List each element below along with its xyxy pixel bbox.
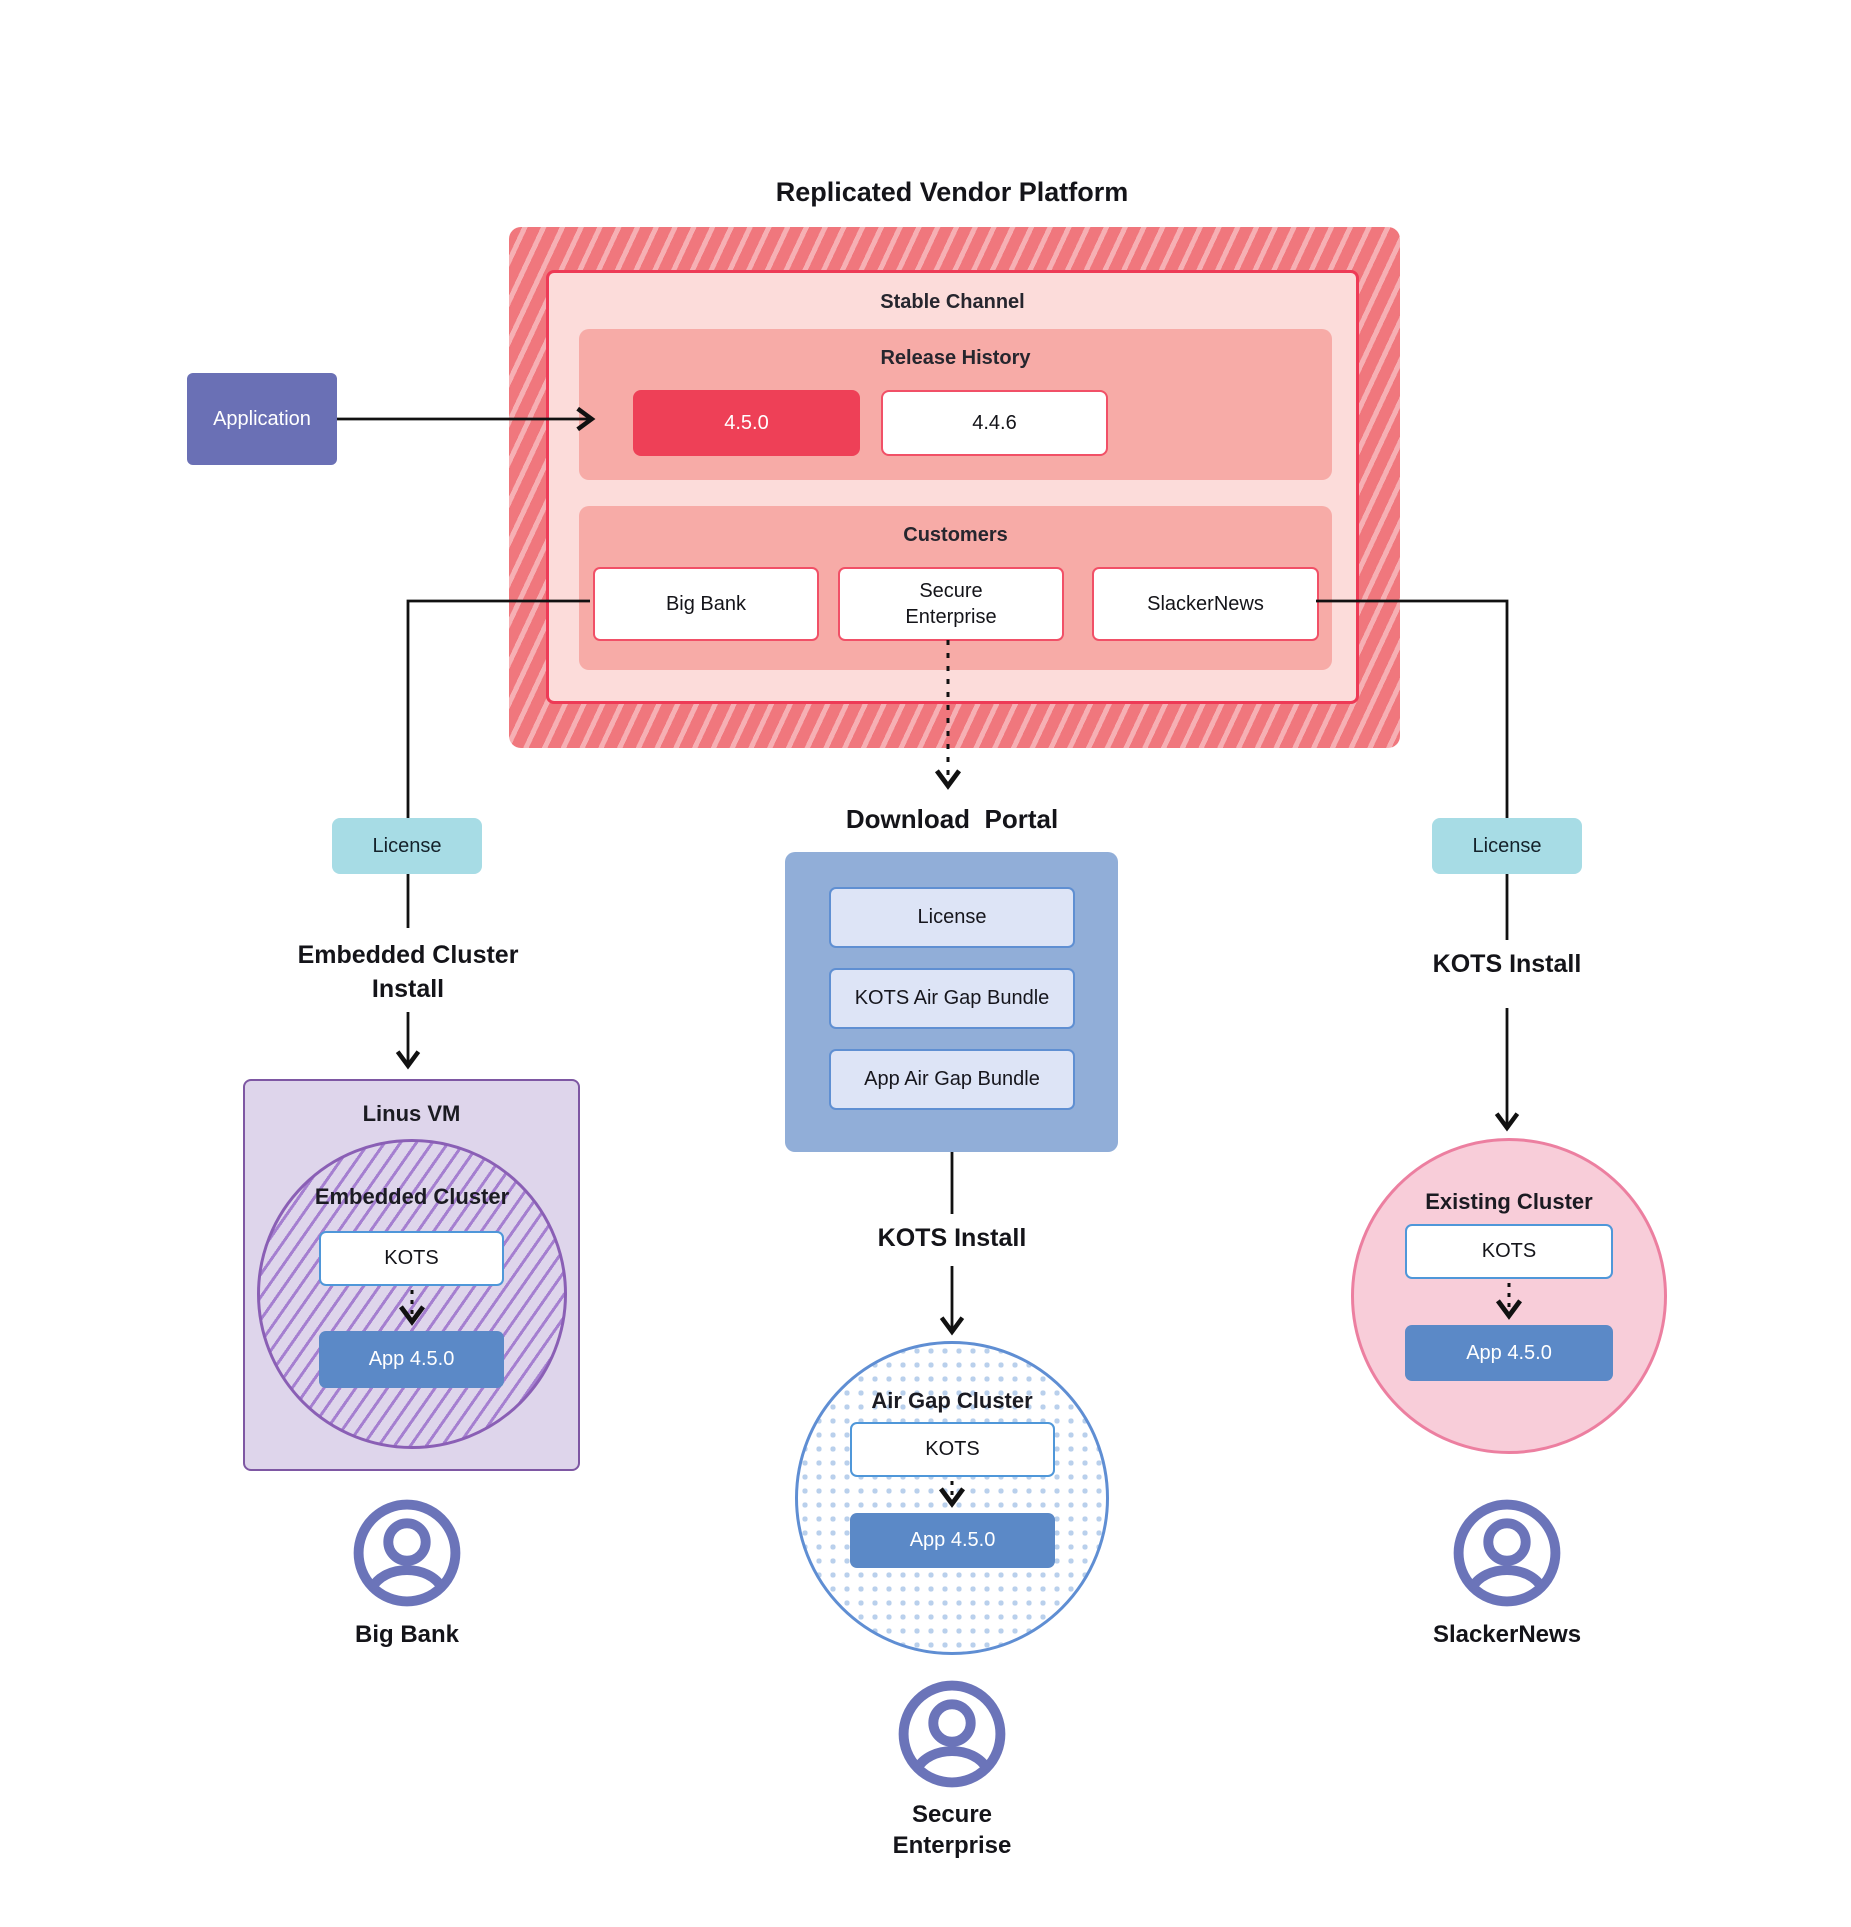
- portal-item-kots-airgap-bundle: KOTS Air Gap Bundle: [829, 968, 1075, 1029]
- license-box-left: License: [332, 818, 482, 874]
- kots-box-middle: KOTS: [850, 1422, 1055, 1477]
- license-box-right: License: [1432, 818, 1582, 874]
- customers-box: Customers Big Bank Secure Enterprise Sla…: [579, 506, 1332, 670]
- existing-cluster-label: Existing Cluster: [1425, 1189, 1593, 1214]
- existing-cluster-circle: Existing Cluster: [1351, 1138, 1667, 1454]
- release-box-current: 4.5.0: [633, 390, 860, 456]
- air-gap-cluster-label: Air Gap Cluster: [871, 1388, 1033, 1413]
- stable-channel-box: Stable Channel Release History 4.5.0 4.4…: [546, 270, 1359, 704]
- customer-slackernews: SlackerNews: [1092, 567, 1319, 641]
- embedded-cluster-install-label: Embedded Cluster Install: [297, 941, 519, 1003]
- kots-box-right: KOTS: [1405, 1224, 1613, 1279]
- kots-install-label-middle: KOTS Install: [877, 1224, 1027, 1253]
- app-box-right: App 4.5.0: [1405, 1325, 1613, 1381]
- person-label-secure-enterprise: Secure Enterprise: [872, 1798, 1032, 1862]
- page-title: Replicated Vendor Platform: [775, 176, 1129, 207]
- app-box-middle: App 4.5.0: [850, 1513, 1055, 1568]
- air-gap-cluster-circle: Air Gap Cluster: [795, 1341, 1109, 1655]
- app-box-left: App 4.5.0: [319, 1331, 504, 1388]
- release-history-label: Release History: [880, 346, 1031, 369]
- person-label-big-bank: Big Bank: [354, 1621, 459, 1649]
- kots-install-label-right: KOTS Install: [1432, 950, 1582, 979]
- customer-secure-enterprise: Secure Enterprise: [838, 567, 1064, 641]
- download-portal-box: License KOTS Air Gap Bundle App Air Gap …: [785, 852, 1118, 1152]
- kots-box-left: KOTS: [319, 1231, 504, 1286]
- linus-vm-label: Linus VM: [362, 1101, 461, 1126]
- release-box-previous: 4.4.6: [881, 390, 1108, 456]
- person-label-secure-enterprise-text: Secure Enterprise: [892, 1800, 1012, 1859]
- embedded-cluster-label: Embedded Cluster: [314, 1184, 510, 1209]
- download-portal-title: Download Portal: [845, 803, 1059, 834]
- portal-item-app-airgap-bundle: App Air Gap Bundle: [829, 1049, 1075, 1110]
- portal-item-license: License: [829, 887, 1075, 948]
- release-history-box: Release History 4.5.0 4.4.6: [579, 329, 1332, 480]
- person-icon-slackernews: [1453, 1499, 1561, 1607]
- person-icon-big-bank: [353, 1499, 461, 1607]
- embedded-cluster-circle: Embedded Cluster: [257, 1139, 567, 1449]
- customer-secure-enterprise-label: Secure Enterprise: [905, 580, 997, 628]
- customer-big-bank: Big Bank: [593, 567, 819, 641]
- customers-label: Customers: [903, 523, 1008, 546]
- application-box: Application: [187, 373, 337, 465]
- person-label-slackernews: SlackerNews: [1432, 1621, 1582, 1649]
- stable-channel-label: Stable Channel: [880, 290, 1025, 313]
- person-icon-secure-enterprise: [898, 1680, 1006, 1788]
